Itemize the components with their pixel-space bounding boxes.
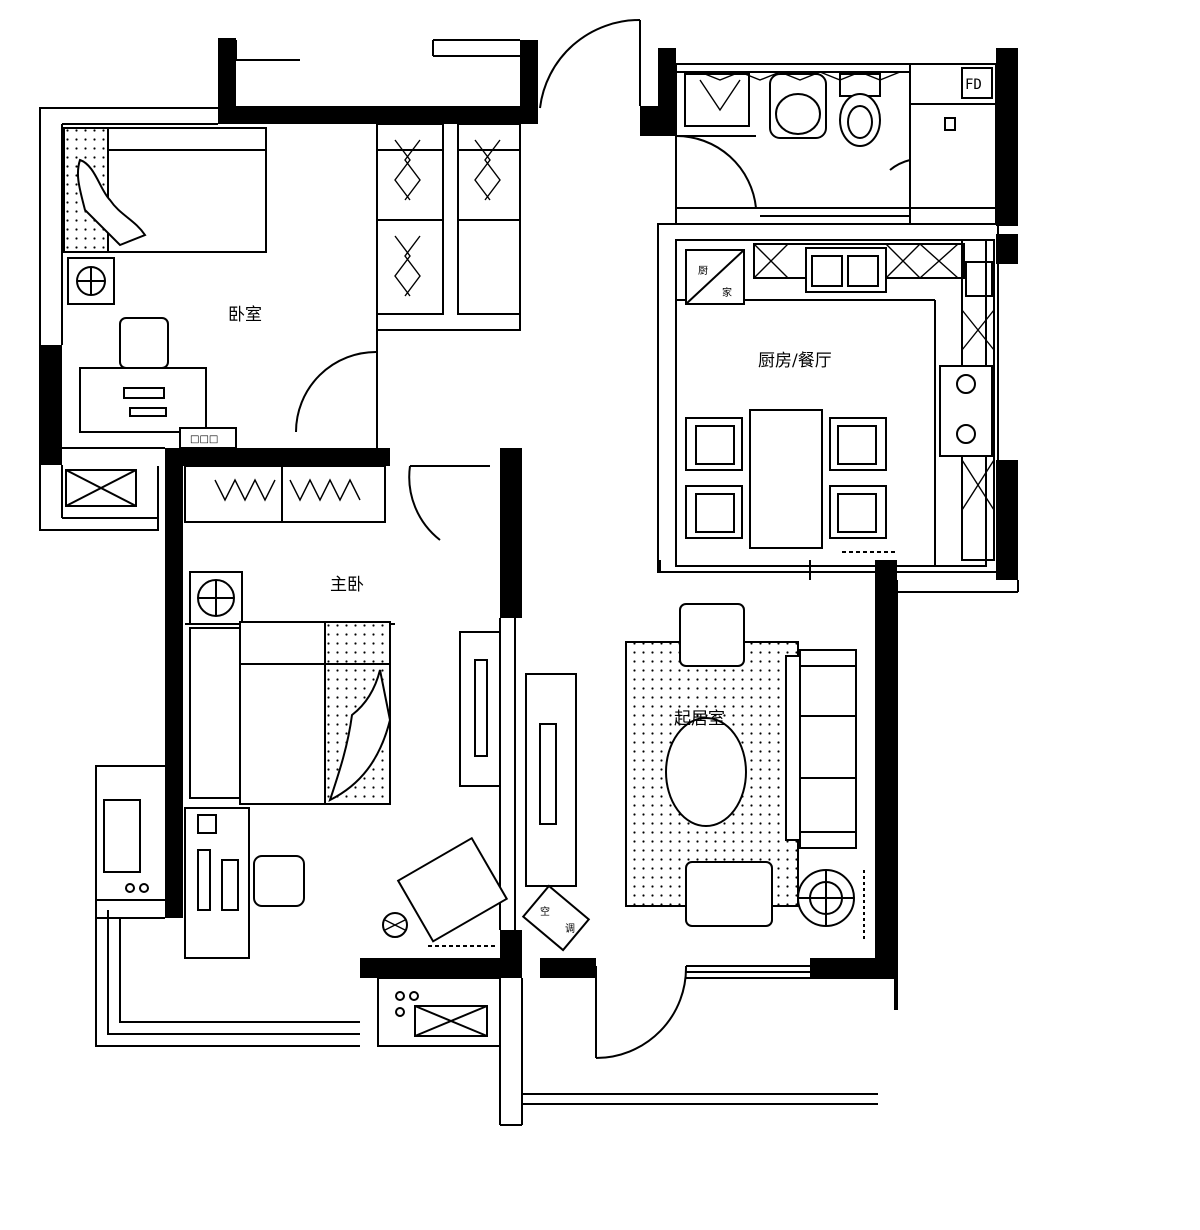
room-label-kitchen-dining: 厨房/餐厅 <box>758 351 832 371</box>
fd-label: FD <box>965 77 982 93</box>
doors <box>295 18 911 1059</box>
room-label-bedroom: 卧室 <box>228 305 262 325</box>
bathroom-fixtures: FD <box>676 67 993 147</box>
ac-label-2: 调 <box>565 923 575 935</box>
room-label-living-room: 起居室 <box>674 709 725 729</box>
room-label-master-bedroom: 主卧 <box>330 575 364 595</box>
walls <box>40 38 1018 978</box>
svg-text:□□□: □□□ <box>190 434 218 445</box>
fridge-label-2: 家 <box>722 286 732 299</box>
bedroom-furniture: □□□ <box>63 127 520 507</box>
master-bedroom-furniture <box>125 465 509 1017</box>
living-furniture: 空 调 <box>521 603 865 952</box>
kitchen-furniture: 厨 家 <box>685 239 995 561</box>
fridge-label-1: 厨 <box>698 265 708 277</box>
ac-label-1: 空 <box>540 905 550 918</box>
